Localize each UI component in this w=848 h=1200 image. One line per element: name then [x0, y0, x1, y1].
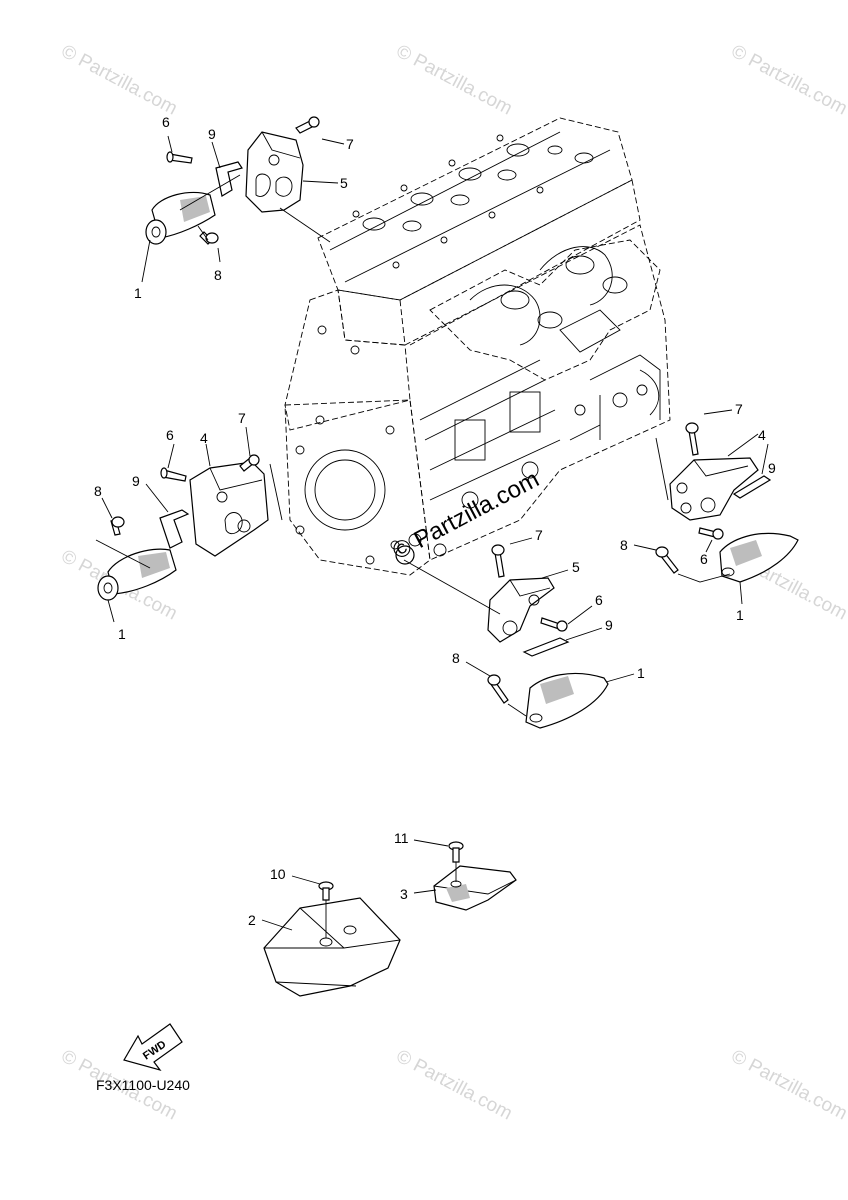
callout-10: 10 — [270, 866, 286, 882]
watermark: © Partzilla.com — [58, 41, 181, 120]
callout-9: 9 — [605, 617, 613, 633]
callout-6: 6 — [595, 592, 603, 608]
callout-4: 4 — [758, 427, 766, 443]
callout-7: 7 — [735, 401, 743, 417]
callout-5: 5 — [572, 559, 580, 575]
callout-9: 9 — [132, 473, 140, 489]
callout-8: 8 — [214, 267, 222, 283]
callout-9: 9 — [768, 460, 776, 476]
watermark: © Partzilla.com — [393, 1046, 516, 1125]
callout-1: 1 — [736, 607, 744, 623]
callout-4: 4 — [200, 430, 208, 446]
callout-9: 9 — [208, 126, 216, 142]
callout-6: 6 — [162, 114, 170, 130]
callout-8: 8 — [94, 483, 102, 499]
callout-7: 7 — [346, 136, 354, 152]
callout-3: 3 — [400, 886, 408, 902]
watermark: © Partzilla.com — [393, 41, 516, 120]
callout-11: 11 — [394, 830, 409, 846]
mount-group-center: 7 5 6 9 8 1 — [403, 527, 645, 729]
mount-group-middle-left: 6 4 7 9 8 1 — [94, 410, 283, 642]
watermark: © Partzilla.com — [728, 41, 848, 120]
callout-5: 5 — [340, 175, 348, 191]
callout-6: 6 — [166, 427, 174, 443]
callout-8: 8 — [620, 537, 628, 553]
callout-7: 7 — [535, 527, 543, 543]
callout-1: 1 — [118, 626, 126, 642]
mount-group-right: 7 4 9 6 8 1 — [620, 401, 799, 623]
callout-1: 1 — [637, 665, 645, 681]
callout-6: 6 — [700, 551, 708, 567]
diagram-code: F3X1100-U240 — [96, 1077, 190, 1093]
callout-7: 7 — [238, 410, 246, 426]
fwd-arrow: FWD — [123, 1023, 183, 1072]
callout-8: 8 — [452, 650, 460, 666]
watermark: © Partzilla.com — [728, 1046, 848, 1125]
callout-2: 2 — [248, 912, 256, 928]
pad-group: 10 11 3 2 — [248, 830, 517, 997]
callout-1: 1 — [134, 285, 142, 301]
mount-group-top-left: 6 9 7 5 8 1 — [134, 114, 354, 301]
center-watermark: © Partzilla.com — [388, 466, 543, 566]
